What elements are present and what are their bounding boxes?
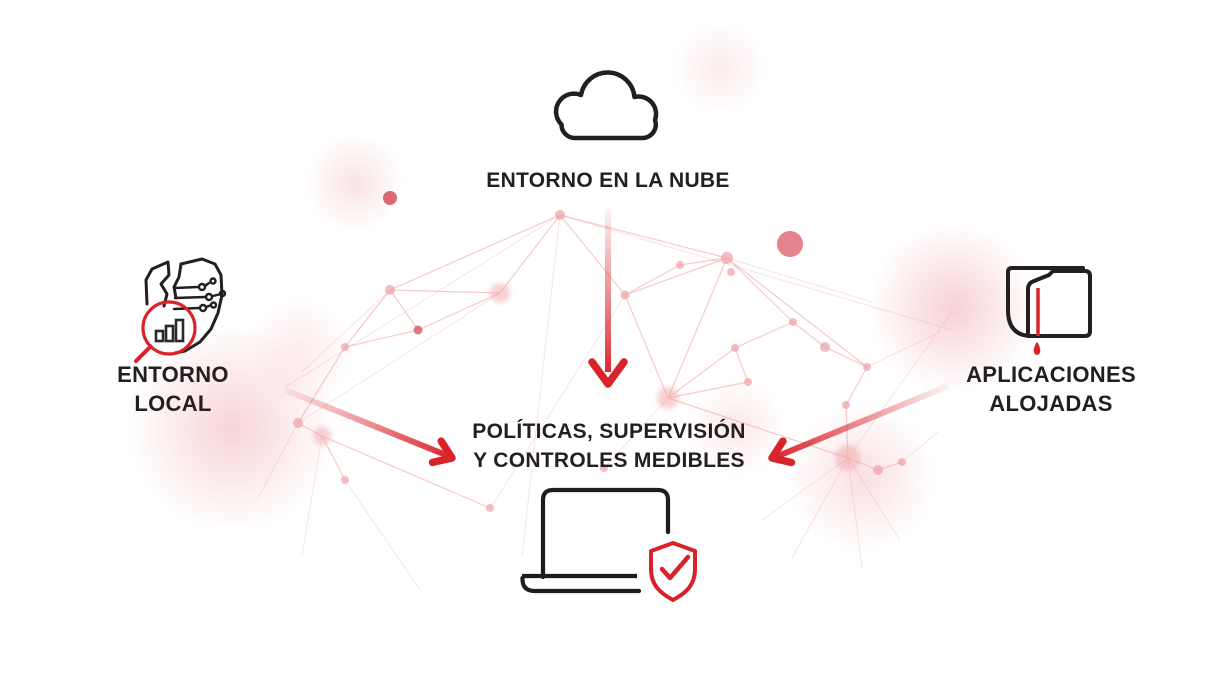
policies-controls-label: POLÍTICAS, SUPERVISIÓN Y CONTROLES MEDIB… — [472, 420, 746, 472]
decor-dots — [383, 191, 803, 257]
cloud-environment-label: ENTORNO EN LA NUBE — [486, 169, 730, 192]
hosted-apps-label: APLICACIONES ALOJADAS — [966, 362, 1136, 416]
red-drip — [1033, 288, 1041, 356]
laptop-icon — [520, 487, 671, 594]
magnifier-bars — [134, 300, 197, 363]
arrow-cloud-to-center — [588, 210, 628, 388]
laptop-shield-check-icon — [520, 487, 697, 602]
arrow-local-to-center — [283, 387, 456, 467]
shield-check-icon — [649, 541, 697, 602]
mesh-nodes — [293, 210, 906, 512]
cloud-icon — [553, 70, 659, 141]
mesh-lines — [257, 214, 953, 591]
local-environment-scan-icon — [134, 257, 227, 363]
soft-glow-blobs — [127, 20, 1038, 553]
arrow-hosted-to-center — [768, 383, 950, 467]
hosted-apps-folder-icon — [1006, 266, 1092, 356]
local-environment-label: ENTORNO LOCAL — [117, 362, 229, 416]
